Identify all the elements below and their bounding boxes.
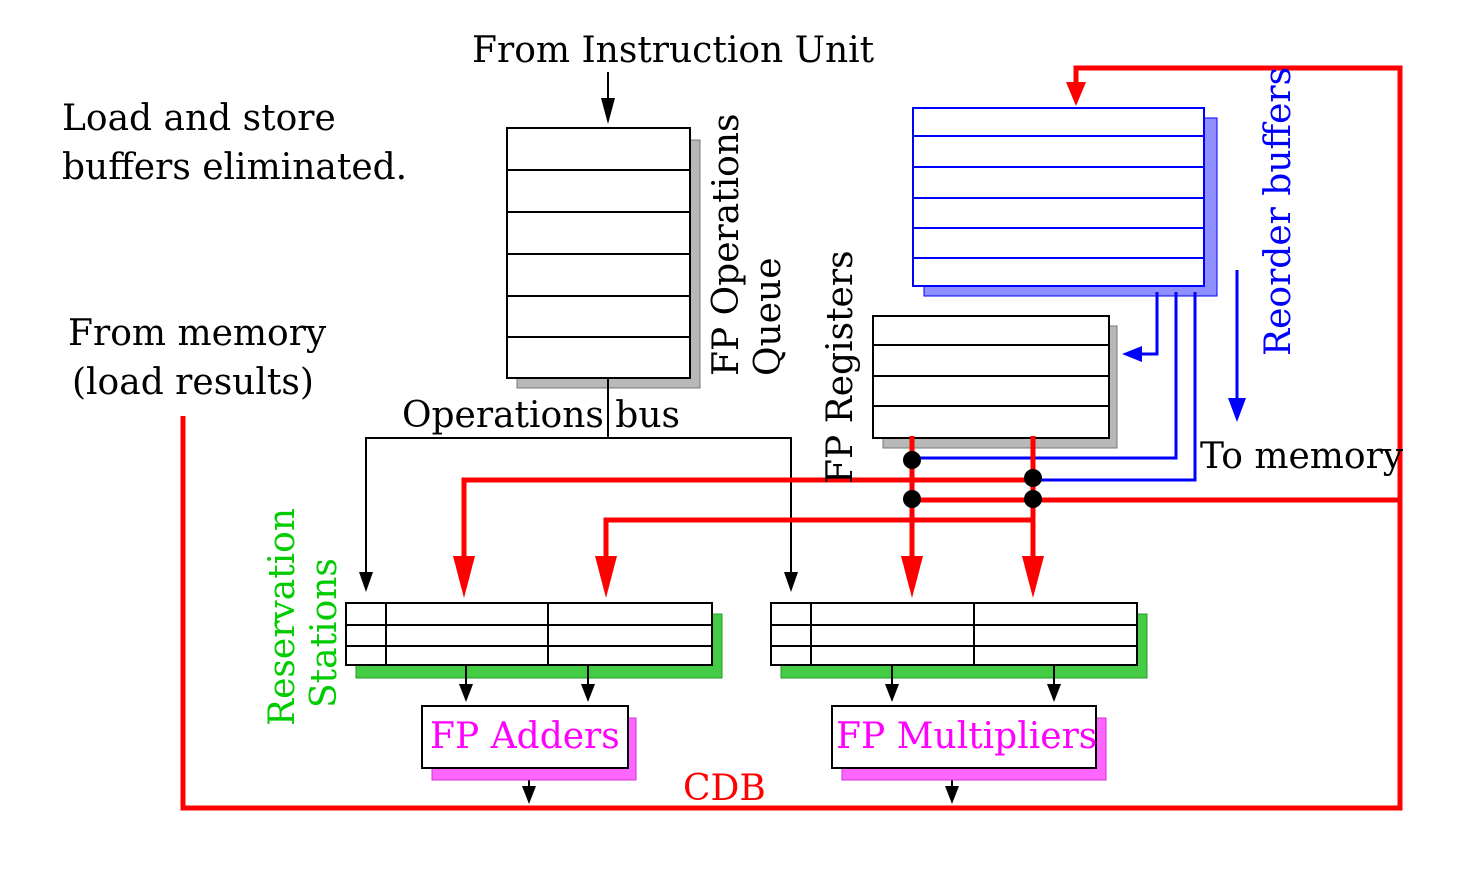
ops-bus-arrowhead-adders [359, 572, 373, 592]
fp-adders-unit [421, 705, 637, 781]
note-line-1: Load and store [62, 98, 336, 139]
cdb-arrowheads [453, 82, 1086, 598]
cdb-label: CDB [683, 768, 766, 809]
rob-to-register-bus-link-2 [1033, 292, 1197, 482]
fp-adders-label: FP Adders [430, 716, 620, 757]
rob-to-registers-link [1140, 292, 1159, 356]
reservation-label: Reservation [262, 507, 303, 726]
fp-multipliers-label: FP Multipliers [836, 716, 1098, 757]
cdb-loop [180, 65, 1403, 811]
queue-label: Queue [748, 257, 789, 377]
reservation-station-multipliers [770, 602, 1148, 679]
operations-bus-label: Operations bus [402, 395, 680, 436]
operand-bus-2 [603, 517, 1033, 566]
fp-operations-label: FP Operations [706, 113, 747, 377]
ops-bus-arrowhead-multipliers [784, 572, 798, 592]
reorder-buffers-label: Reorder buffers [1258, 66, 1299, 356]
cdb-lines [180, 65, 1403, 811]
reorder-buffer-links [915, 270, 1239, 482]
note-line-2: buffers eliminated. [62, 147, 408, 188]
to-memory-arrowhead [1228, 398, 1246, 422]
reorder-buffer [912, 107, 1218, 297]
fp-registers-label: FP Registers [820, 250, 861, 484]
operations-bus-lines [365, 378, 792, 580]
rob-to-registers-arrowhead [1122, 346, 1142, 362]
rob-to-register-bus-link-1 [915, 292, 1178, 460]
fp-registers [872, 315, 1118, 449]
fp-operations-queue [506, 127, 701, 389]
from-memory-label: From memory [68, 313, 327, 354]
reservation-station-adders [345, 602, 723, 679]
to-memory-label: To memory [1200, 436, 1404, 477]
load-results-label: (load results) [72, 362, 314, 403]
bus-junctions [903, 451, 1042, 508]
from-instruction-unit-label: From Instruction Unit [472, 30, 875, 71]
instruction-unit-arrow [601, 72, 615, 124]
operand-bus-1 [461, 477, 1033, 566]
rs-to-unit-arrowheads [459, 684, 1061, 804]
fp-multipliers-unit [831, 705, 1107, 781]
stations-label: Stations [304, 558, 345, 708]
